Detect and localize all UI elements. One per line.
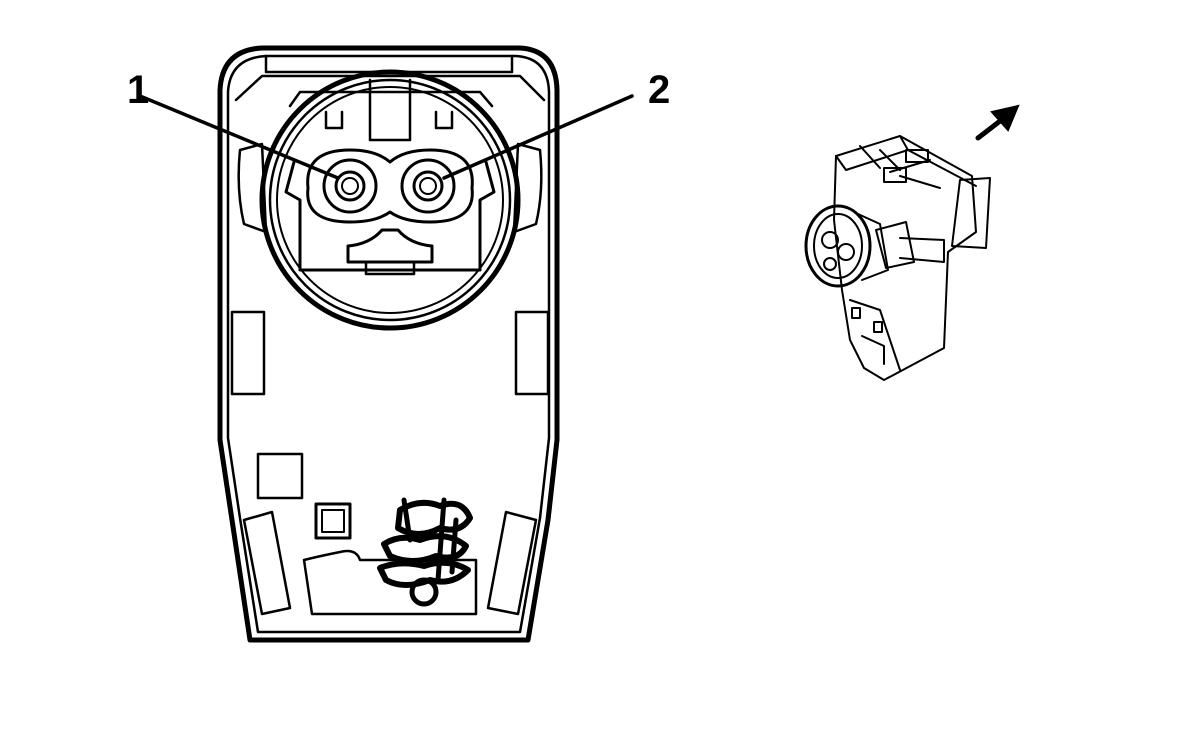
direction-arrow-icon — [975, 104, 1020, 141]
molded-marking — [377, 497, 473, 607]
socket-ring — [259, 69, 521, 331]
lower-body — [256, 452, 478, 616]
callout-label-2: 2 — [648, 68, 671, 112]
iso-housing — [833, 135, 991, 381]
housing-outline — [217, 45, 560, 643]
leader-line-1 — [138, 94, 340, 180]
leader-line-2 — [442, 94, 634, 180]
contact-pin-1 — [322, 158, 378, 214]
iso-socket-face — [804, 204, 915, 288]
callout-label-1: 1 — [127, 68, 150, 112]
contact-pin-2 — [400, 158, 456, 214]
contact-insert — [284, 148, 496, 276]
